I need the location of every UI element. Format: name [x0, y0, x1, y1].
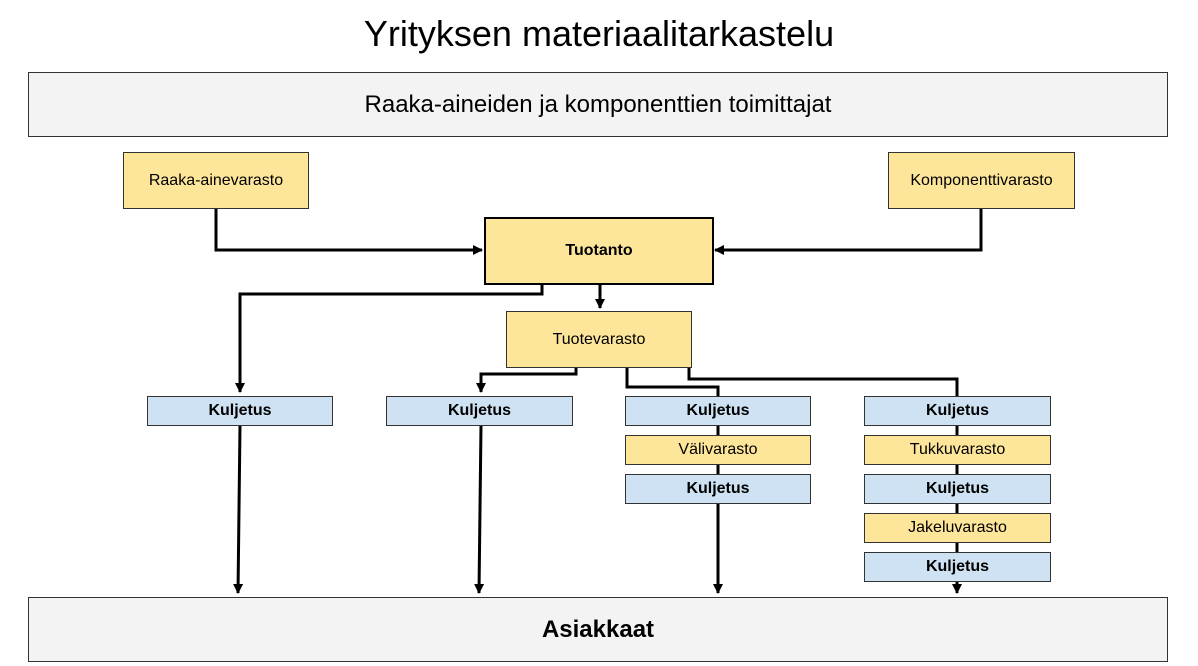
arrow-chain-1-to-customers	[233, 424, 244, 594]
arrow-raw-to-production	[214, 209, 483, 255]
chain-step-label: Kuljetus	[686, 402, 750, 419]
arrow-chain-2-to-customers	[474, 424, 485, 594]
chain-1-transport-1: Kuljetus	[147, 396, 333, 426]
production-box: Tuotanto	[484, 217, 714, 285]
component-storage-label: Komponenttivarasto	[910, 171, 1053, 189]
chain-step-label: Välivarasto	[678, 441, 758, 458]
chain-step-label: Kuljetus	[208, 402, 272, 419]
arrow-storage-to-chain-2	[476, 368, 578, 393]
customers-bar: Asiakkaat	[28, 597, 1168, 662]
chain-step-label: Kuljetus	[686, 480, 750, 497]
raw-material-storage-box: Raaka-ainevarasto	[123, 152, 309, 209]
raw-material-storage-label: Raaka-ainevarasto	[148, 171, 284, 189]
chain-step-label: Jakeluvarasto	[908, 519, 1007, 536]
chain-2-transport-1: Kuljetus	[386, 396, 573, 426]
arrow-production-to-chain-1	[235, 285, 544, 393]
diagram-title: Yrityksen materiaalitarkastelu	[363, 13, 835, 54]
component-storage-box: Komponenttivarasto	[888, 152, 1075, 209]
chain-4-transport-2: Kuljetus	[864, 474, 1051, 504]
chain-4-wholesale-storage: Tukkuvarasto	[864, 435, 1051, 465]
chain-4-transport-3: Kuljetus	[864, 552, 1051, 582]
chain-step-label: Kuljetus	[925, 558, 990, 575]
chain-4-distribution-storage: Jakeluvarasto	[864, 513, 1051, 543]
line-storage-to-chain-3	[625, 368, 720, 397]
chain-step-label: Kuljetus	[447, 402, 512, 419]
chain-step-label: Kuljetus	[925, 402, 990, 419]
chain-4-transport-1: Kuljetus	[864, 396, 1051, 426]
product-storage-box: Tuotevarasto	[506, 311, 692, 368]
suppliers-bar: Raaka-aineiden ja komponenttien toimitta…	[28, 72, 1168, 137]
chain-step-label: Kuljetus	[925, 480, 990, 497]
chain-3-transport-2: Kuljetus	[625, 474, 811, 504]
chain-3-intermediate-storage: Välivarasto	[625, 435, 811, 465]
arrow-components-to-production	[714, 209, 983, 255]
chain-step-label: Tukkuvarasto	[909, 441, 1006, 458]
line-storage-to-chain-4	[687, 368, 959, 397]
production-label: Tuotanto	[565, 242, 633, 259]
customers-label: Asiakkaat	[541, 615, 655, 643]
chain-3-transport-1: Kuljetus	[625, 396, 811, 426]
suppliers-label: Raaka-aineiden ja komponenttien toimitta…	[364, 90, 832, 118]
product-storage-label: Tuotevarasto	[552, 330, 646, 348]
